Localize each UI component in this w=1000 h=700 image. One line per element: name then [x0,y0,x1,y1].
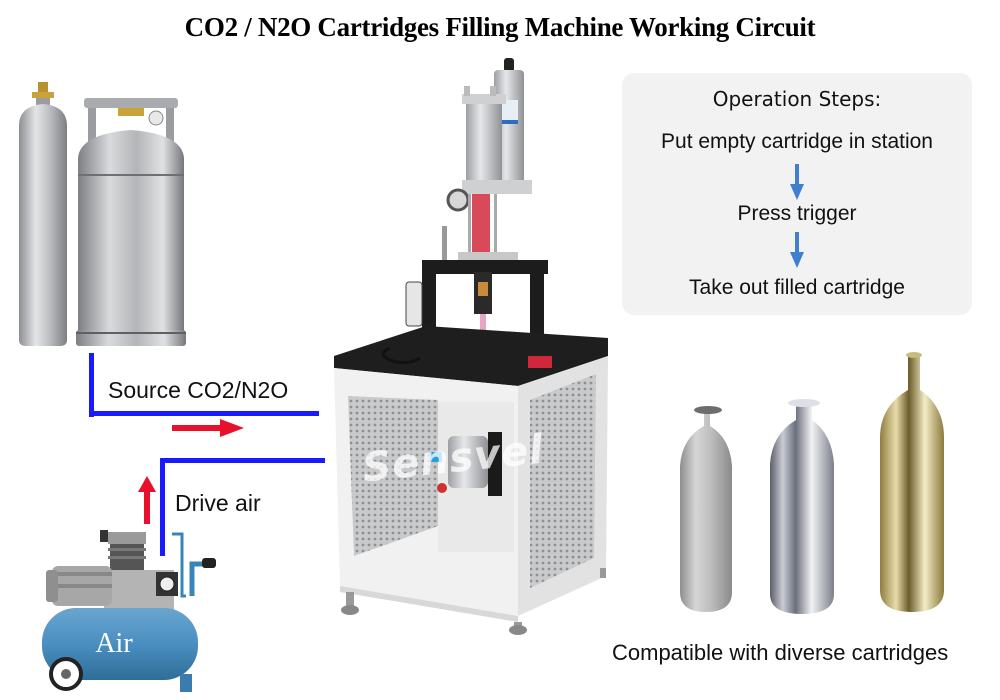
operation-steps-heading: Operation Steps: [712,87,882,111]
filling-machine-illustration [334,58,608,635]
drive-air-pipe-vertical [160,458,165,556]
source-label: Source CO2/N2O [108,377,289,403]
diagram-title: CO2 / N2O Cartridges Filling Machine Wor… [184,12,816,42]
cartridge-chrome [770,402,834,614]
dewar-cylinder [76,98,186,346]
source-pipe-horizontal [89,411,319,416]
step-1-text: Put empty cartridge in station [661,130,933,153]
flow-up-arrow-icon [138,476,156,524]
operation-steps-panel: Operation Steps: Put empty cartridge in … [622,73,972,315]
step-3-text: Take out filled cartridge [689,276,905,299]
gas-cylinders-illustration [19,82,186,346]
drive-air-label: Drive air [175,490,261,516]
cartridges-illustration [680,352,944,614]
compressor-air-text: Air [95,628,133,659]
tall-cylinder [19,82,67,346]
flow-right-arrow-icon [172,419,244,437]
step-down-arrow-icon [790,164,804,200]
drive-air-pipe-horizontal [160,458,325,463]
air-compressor-illustration: Air [42,530,216,692]
step-down-arrow-icon [790,232,804,268]
cartridge-gold [880,354,944,612]
cartridge-silver [680,410,732,612]
cartridges-caption: Compatible with diverse cartridges [612,640,949,665]
source-pipe-vertical [89,353,94,417]
step-2-text: Press trigger [737,202,857,225]
